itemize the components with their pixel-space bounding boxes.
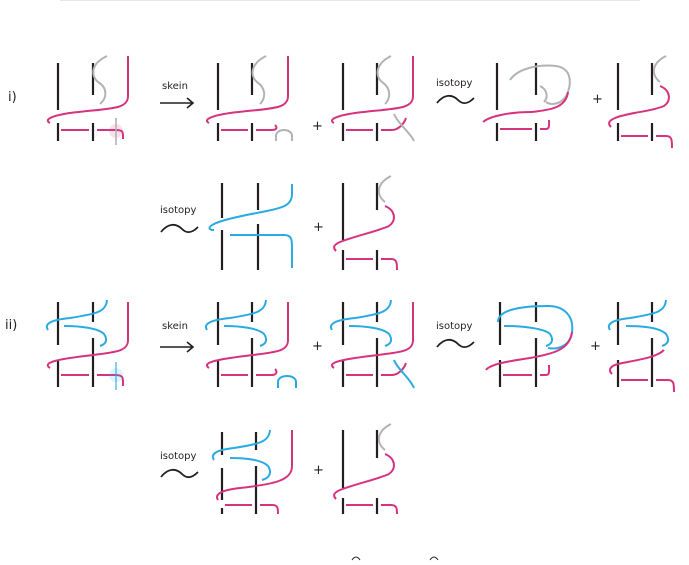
op-isotopy-i2: isotopy (160, 205, 196, 216)
diagram-i-initial (46, 55, 129, 145)
op-isotopy-ii1: isotopy (436, 321, 472, 332)
tilde-icon-i2 (160, 223, 199, 234)
op-plus-ii3: + (313, 463, 324, 478)
diagram-ii-skein-1 (205, 299, 297, 388)
row-label-i: i) (8, 90, 17, 105)
diagram-ii-result-1 (211, 429, 293, 515)
op-plus-ii2: + (590, 339, 601, 354)
arrow-icon-i (160, 97, 195, 109)
diagram-ii-isotopy-2 (607, 299, 675, 393)
diagram-i-result-2 (333, 175, 398, 271)
diagram-i-result-1 (208, 183, 293, 270)
tilde-icon-i1 (436, 94, 475, 105)
op-skein-ii: skein (162, 321, 188, 332)
tilde-icon-ii1 (436, 338, 475, 349)
tilde-icon-ii2 (160, 468, 199, 479)
row-label-ii: ii) (5, 318, 17, 333)
op-skein-i: skein (162, 81, 188, 92)
diagram-ii-initial (45, 299, 129, 390)
op-isotopy-ii2: isotopy (160, 451, 196, 462)
op-plus-ii1: + (312, 339, 323, 354)
diagram-ii-skein-2 (330, 299, 415, 389)
diagram-ii-isotopy-1 (485, 302, 574, 387)
diagram-i-isotopy-2 (608, 55, 673, 149)
diagram-i-skein-2 (330, 55, 415, 142)
op-plus-i2: + (592, 92, 603, 107)
op-isotopy-i1: isotopy (436, 78, 472, 89)
diagram-i-isotopy-1 (482, 63, 571, 141)
op-plus-i1: + (312, 119, 323, 134)
op-plus-i3: + (313, 220, 324, 235)
diagram-ii-result-2 (333, 423, 398, 515)
bottom-text-remnant (351, 556, 439, 561)
arrow-icon-ii (160, 341, 195, 353)
diagram-i-skein-1 (205, 55, 293, 141)
